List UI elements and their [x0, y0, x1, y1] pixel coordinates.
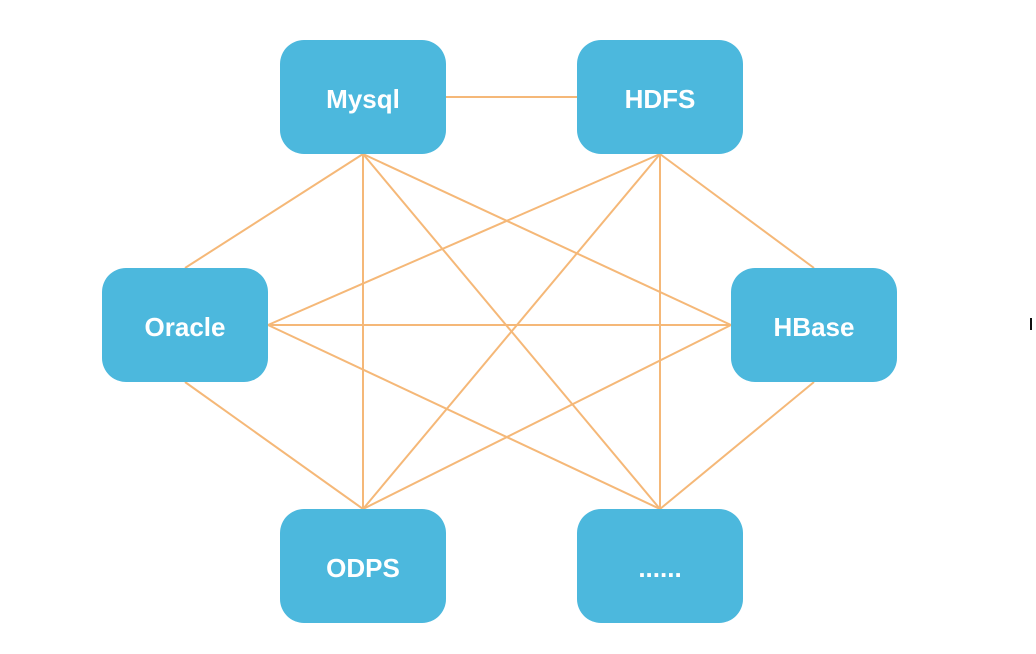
node-oracle: Oracle — [102, 268, 268, 382]
node-label-odps: ODPS — [326, 553, 400, 583]
node-box-more — [577, 509, 743, 623]
edge-mark — [1030, 318, 1032, 330]
edge-hdfs-odps — [362, 153, 661, 510]
node-box-hdfs — [577, 40, 743, 154]
node-label-oracle: Oracle — [145, 312, 226, 342]
node-odps: ODPS — [280, 509, 446, 623]
node-label-hdfs: HDFS — [625, 84, 696, 114]
node-box-oracle — [102, 268, 268, 382]
edge-hbase-more — [659, 381, 815, 510]
node-more: ...... — [577, 509, 743, 623]
edge-hdfs-hbase — [659, 153, 815, 269]
node-label-hbase: HBase — [774, 312, 855, 342]
node-hdfs: HDFS — [577, 40, 743, 154]
edge-oracle-more — [267, 324, 661, 510]
connection-lines — [184, 96, 815, 510]
edge-mysql-hbase — [362, 153, 732, 326]
edge-hdfs-oracle — [267, 153, 661, 326]
edge-oracle-odps — [184, 381, 364, 510]
edge-mysql-oracle — [184, 153, 364, 269]
data-source-nodes: Mysql HDFS Oracle HBaseODPS...... — [102, 40, 897, 623]
node-label-mysql: Mysql — [326, 84, 400, 114]
edge-hbase-odps — [362, 324, 732, 510]
node-box-hbase — [731, 268, 897, 382]
node-label-more: ...... — [638, 553, 681, 583]
node-hbase: HBase — [731, 268, 897, 382]
node-mysql: Mysql — [280, 40, 446, 154]
node-box-odps — [280, 509, 446, 623]
node-box-mysql — [280, 40, 446, 154]
